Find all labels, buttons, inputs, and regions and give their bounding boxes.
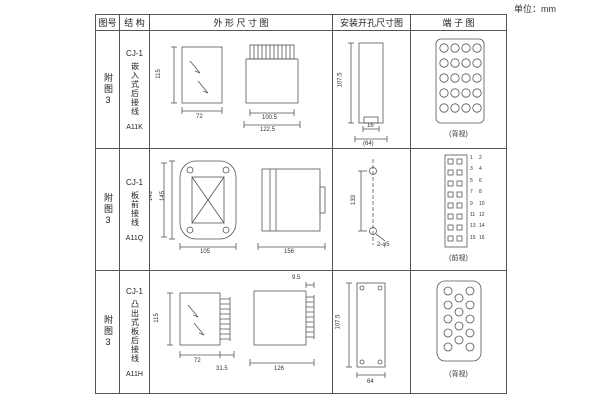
spec-table: 图号 结 构 外 形 尺 寸 图 安装开孔尺寸图 端 子 图 附图3 CJ-1 … <box>95 14 507 394</box>
terminal-number: 8 <box>479 189 482 196</box>
dim-pin-depth: 31.5 <box>216 366 228 372</box>
terminal-back-view <box>436 280 482 362</box>
fig-number: 附图3 <box>103 192 113 227</box>
dim-height: 115 <box>153 313 160 323</box>
row1-mounting-drawing: 107.5 16 (64) <box>333 31 411 149</box>
dim-depth: 156 <box>284 249 295 255</box>
header-outline: 外 形 尺 寸 图 <box>150 15 333 31</box>
terminal-number: 5 <box>470 177 473 184</box>
view-label: (背视) <box>449 371 468 378</box>
dim-mount-width: 64 <box>367 379 374 385</box>
dim-total-depth: 122.5 <box>260 127 276 133</box>
terminal-number: 9 <box>470 200 473 207</box>
terminal-number: 11 <box>470 211 476 218</box>
row3-mounting-drawing: 107.5 64 <box>333 271 411 393</box>
terminal-number: 2 <box>479 155 482 161</box>
dim-mount-height: 133 <box>351 194 358 206</box>
terminal-front-view <box>444 154 468 248</box>
terminal-number: 16 <box>479 234 485 241</box>
row3-fig-cell: 附图3 <box>96 271 120 393</box>
terminal-number: 14 <box>479 223 485 230</box>
dim-mount-holes: 2-φ5 <box>377 242 390 248</box>
mount-type-label: 凸出式板后接线 <box>130 299 140 363</box>
terminal-number: 13 <box>470 223 476 230</box>
view-label: (前视) <box>449 255 468 262</box>
row2-fig-cell: 附图3 <box>96 149 120 271</box>
unit-label: 单位：mm <box>514 4 556 14</box>
mounting-holes-view <box>346 282 386 378</box>
mount-type-label: 嵌入式后接线 <box>130 61 140 116</box>
outline-front-side-views <box>161 160 326 250</box>
dim-width: 72 <box>196 114 203 120</box>
header-mounting: 安装开孔尺寸图 <box>333 15 411 31</box>
model-label: CJ-1 <box>126 286 143 296</box>
terminal-back-view <box>435 38 485 124</box>
outline-front-side-views <box>167 282 315 366</box>
dim-width: 72 <box>194 358 201 364</box>
model-label: CJ-1 <box>126 177 143 187</box>
dim-width: 105 <box>200 249 211 255</box>
terminal-number: 1 <box>470 155 473 161</box>
terminal-number: 12 <box>479 211 485 218</box>
fig-number: 附图3 <box>103 72 113 107</box>
row1-terminal-drawing: (背视) <box>411 31 506 149</box>
dim-mount-height: 107.5 <box>335 314 342 330</box>
terminal-number: 4 <box>479 166 482 173</box>
dim-height: 115 <box>155 69 162 79</box>
dim-depth: 100.5 <box>262 115 278 121</box>
terminal-number: 10 <box>479 200 485 207</box>
terminal-number: 7 <box>470 189 473 196</box>
code-label: A11H <box>126 370 143 378</box>
code-label: A11K <box>126 123 143 131</box>
mounting-cutout-view <box>348 42 388 142</box>
row2-structure-cell: CJ-1 板前接线 A11Q <box>120 149 150 271</box>
row2-outline-drawing: 149 145 105 156 <box>150 149 333 271</box>
dim-mount-note: (64) <box>363 141 374 147</box>
row2-mounting-drawing: 133 2-φ5 <box>333 149 411 271</box>
header-fig: 图号 <box>96 15 120 31</box>
terminal-number: 3 <box>470 166 473 173</box>
view-label: (背视) <box>449 131 468 138</box>
dim-inner-height: 145 <box>160 190 167 202</box>
dim-mount-width: 16 <box>367 123 374 129</box>
row1-structure-cell: CJ-1 嵌入式后接线 A11K <box>120 31 150 149</box>
row3-terminal-drawing: (背视) <box>411 271 506 393</box>
dim-mount-height: 107.5 <box>337 72 344 88</box>
mount-type-label: 板前接线 <box>130 190 140 227</box>
dim-total-depth: 126 <box>274 366 285 372</box>
row3-outline-drawing: 115 72 31.5 9.5 126 <box>150 271 333 393</box>
dim-height: 149 <box>150 190 155 202</box>
header-terminal: 端 子 图 <box>411 15 506 31</box>
model-label: CJ-1 <box>126 48 143 58</box>
dim-pin-length: 9.5 <box>292 275 301 281</box>
outline-front-side-views <box>171 44 301 128</box>
fig-number: 附图3 <box>103 315 113 349</box>
header-structure: 结 构 <box>120 15 150 31</box>
row2-terminal-drawing: 1 2 3 4 5 6 7 8 9 10 11 12 13 14 15 16 (… <box>411 149 506 271</box>
mounting-holes-view <box>358 159 386 245</box>
row3-structure-cell: CJ-1 凸出式板后接线 A11H <box>120 271 150 393</box>
terminal-number: 6 <box>479 177 482 184</box>
terminal-number: 15 <box>470 234 476 241</box>
row1-fig-cell: 附图3 <box>96 31 120 149</box>
row1-outline-drawing: 115 72 100.5 122.5 <box>150 31 333 149</box>
code-label: A11Q <box>125 234 144 242</box>
terminal-numbers: 1 2 3 4 5 6 7 8 9 10 11 12 13 14 15 16 <box>470 155 488 247</box>
